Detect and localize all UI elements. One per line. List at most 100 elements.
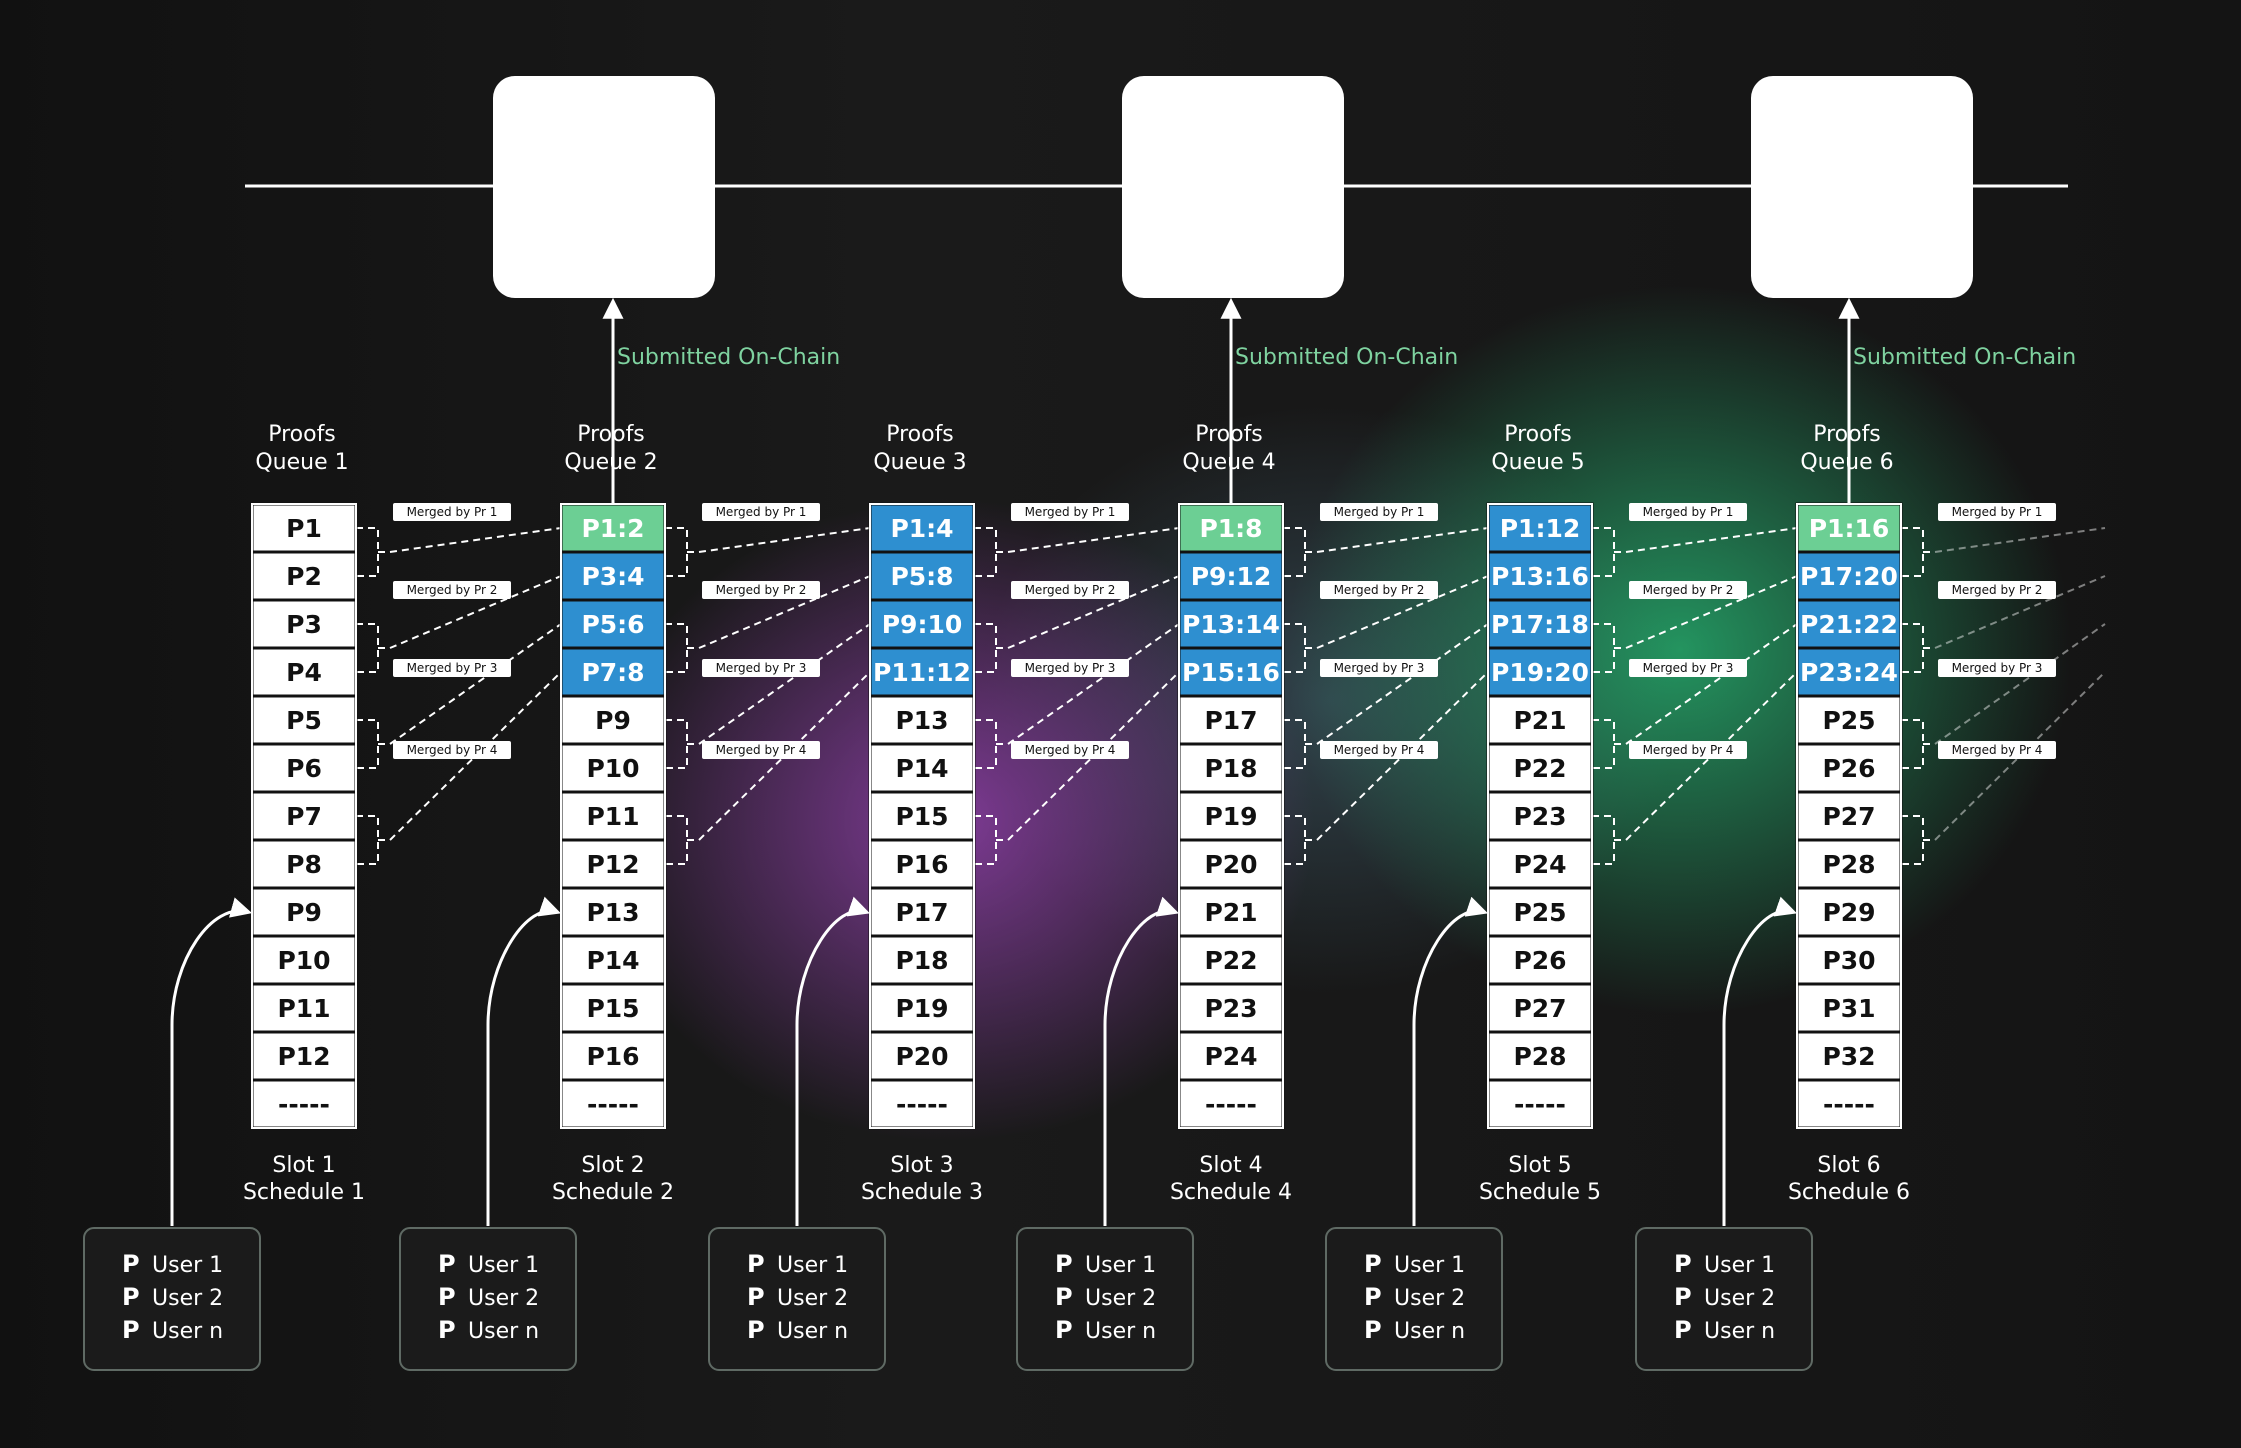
queue-footer-line: Schedule 1	[243, 1180, 365, 1205]
proof-cell	[1795, 790, 1903, 842]
merge-label-bg	[1938, 741, 2056, 759]
merge-connector	[1007, 527, 1180, 553]
user-name: User n	[1394, 1319, 1465, 1344]
proof-cell-label: P11	[277, 994, 330, 1023]
proof-cell-label: P9:10	[882, 610, 963, 639]
proof-cell-label: P13:14	[1182, 610, 1280, 639]
merge-connector	[1625, 671, 1798, 841]
merge-label-bg	[702, 581, 820, 599]
user-proof-marker: P	[747, 1316, 765, 1344]
merge-label: Merged by Pr 4	[1334, 743, 1425, 757]
merge-connector	[1625, 623, 1798, 745]
merge-label: Merged by Pr 2	[1025, 583, 1116, 597]
queue-header-line: Queue 5	[1491, 450, 1584, 475]
proof-cell-label: P15:16	[1182, 658, 1280, 687]
queue-header-line: Queue 6	[1800, 450, 1893, 475]
merge-connector	[698, 527, 871, 553]
proof-cell-label: P29	[1822, 898, 1875, 927]
merge-label-bg	[1011, 741, 1129, 759]
merge-label: Merged by Pr 3	[716, 661, 807, 675]
proof-cell-label: P26	[1513, 946, 1566, 975]
proof-cell-label: P25	[1822, 706, 1875, 735]
proof-cell	[1486, 982, 1594, 1034]
merge-label: Merged by Pr 2	[407, 583, 498, 597]
user-proof-marker: P	[1364, 1283, 1382, 1311]
user-entry-arrow	[486, 896, 561, 1226]
user-name: User 2	[1394, 1286, 1465, 1311]
queue-header-line: Proofs	[1813, 422, 1881, 447]
proof-cell-label: P30	[1822, 946, 1875, 975]
user-proof-marker: P	[1674, 1316, 1692, 1344]
merge-label: Merged by Pr 1	[1952, 505, 2043, 519]
proof-cell-label: P6	[286, 754, 322, 783]
merge-label-bg	[702, 741, 820, 759]
merge-label: Merged by Pr 2	[716, 583, 807, 597]
merge-bracket	[1283, 527, 1317, 577]
proof-cell-label: P5:6	[581, 610, 644, 639]
merge-label-bg	[1011, 659, 1129, 677]
proof-cell-label: P17:18	[1491, 610, 1589, 639]
proof-cell-label: P1:2	[581, 514, 644, 543]
merge-connector	[1934, 575, 2106, 649]
queue-header-line: Proofs	[886, 422, 954, 447]
user-name: User n	[152, 1319, 223, 1344]
user-name: User 1	[1704, 1253, 1775, 1278]
proof-cell-label: P14	[586, 946, 639, 975]
merge-bracket	[974, 719, 1008, 769]
proof-cell-label: -----	[1823, 1090, 1875, 1119]
proof-cell-label: P16	[895, 850, 948, 879]
user-entry-arrow	[795, 896, 870, 1226]
proof-cell-label: P22	[1513, 754, 1566, 783]
proof-cell-label: P17:20	[1800, 562, 1898, 591]
merge-bracket	[1283, 623, 1317, 673]
user-box	[1016, 1227, 1194, 1371]
user-name: User 2	[1085, 1286, 1156, 1311]
merge-bracket	[356, 623, 390, 673]
user-proof-marker: P	[747, 1250, 765, 1278]
merge-connector	[698, 575, 871, 649]
merge-connector	[1316, 527, 1489, 553]
user-proof-marker: P	[122, 1283, 140, 1311]
user-proof-marker: P	[122, 1316, 140, 1344]
user-proof-marker: P	[438, 1283, 456, 1311]
merge-bracket	[356, 527, 390, 577]
merge-label: Merged by Pr 1	[1643, 505, 1734, 519]
merge-bracket	[356, 815, 390, 865]
proof-cell-label: P22	[1204, 946, 1257, 975]
proof-cell-label: P12	[277, 1042, 330, 1071]
merge-label: Merged by Pr 4	[1643, 743, 1734, 757]
proof-cell-label: P10	[586, 754, 639, 783]
user-proof-marker: P	[438, 1316, 456, 1344]
user-box	[399, 1227, 577, 1371]
merge-bracket	[1901, 815, 1935, 865]
proof-cell-label: P1:16	[1809, 514, 1890, 543]
proof-cell-label: P18	[895, 946, 948, 975]
proof-cell-label: P11	[586, 802, 639, 831]
proof-cell	[868, 934, 976, 986]
proof-cell	[559, 1030, 667, 1082]
merge-label-bg	[393, 503, 511, 521]
proof-cell	[559, 742, 667, 794]
merge-label-bg	[1629, 659, 1747, 677]
queue-header-line: Proofs	[577, 422, 645, 447]
chain-block	[493, 76, 715, 298]
proof-cell	[1177, 1078, 1285, 1130]
merge-connector	[1316, 623, 1489, 745]
merge-label: Merged by Pr 3	[1643, 661, 1734, 675]
merge-label: Merged by Pr 3	[1334, 661, 1425, 675]
proof-cell-label: -----	[278, 1090, 330, 1119]
merge-bracket	[974, 815, 1008, 865]
proof-cell-label: P7:8	[581, 658, 644, 687]
queue-footer-line: Slot 5	[1508, 1153, 1571, 1178]
proof-cell-label: P9	[286, 898, 322, 927]
queue-footer-line: Slot 6	[1817, 1153, 1880, 1178]
proof-cell-label: -----	[1514, 1090, 1566, 1119]
proof-cell-label: P9:12	[1191, 562, 1272, 591]
proof-cell-label: P24	[1513, 850, 1566, 879]
merge-bracket	[1592, 623, 1626, 673]
queue-header-line: Queue 1	[255, 450, 348, 475]
